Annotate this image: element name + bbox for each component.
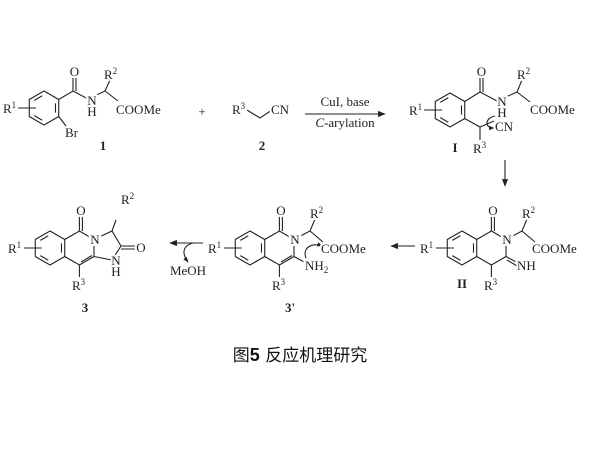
- step1-arrow: CuI, base C-arylation: [305, 94, 386, 130]
- step1-condition: C-arylation: [315, 115, 375, 130]
- carbonyl-oxygen-label: O: [136, 240, 145, 255]
- compound-2-structure: R3 CN 2: [230, 99, 292, 153]
- hydrogen-label: H: [497, 105, 506, 120]
- r2-label: R2: [517, 66, 530, 82]
- nitrogen-label: N: [87, 93, 97, 108]
- hydrogen-label: H: [111, 264, 120, 279]
- compound-1-number: 1: [100, 138, 107, 153]
- intermediate-I-structure: R1 O N H R2 COOMe CN R3 I: [407, 62, 577, 158]
- ester-label: COOMe: [321, 241, 366, 256]
- r2-label: R2: [522, 205, 535, 221]
- double-bond: [239, 255, 249, 261]
- r1-label: R1: [8, 240, 21, 256]
- nitrogen-label: N: [497, 94, 507, 109]
- double-bond: [439, 97, 449, 103]
- methanol-byproduct: MeOH: [170, 263, 206, 278]
- double-bond: [439, 117, 449, 123]
- nitrogen-label: N: [290, 232, 300, 247]
- r2-label: R2: [310, 205, 323, 221]
- figure-caption: 图5 反应机理研究: [233, 345, 367, 366]
- compound-3prime-structure: R1 O N R2 COOMe NH2 R3 3': [206, 201, 368, 315]
- oxygen-label: O: [477, 64, 486, 79]
- r3-label: R3: [232, 101, 246, 117]
- oxygen-label: O: [276, 203, 285, 218]
- r2-label: R2: [121, 191, 134, 207]
- compound-3-number: 3: [82, 300, 89, 315]
- bromine-label: Br: [65, 125, 79, 140]
- double-bond: [451, 255, 461, 261]
- double-bond: [39, 235, 49, 241]
- ester-label: COOMe: [116, 102, 161, 117]
- nitrogen-label: N: [111, 253, 121, 268]
- r1-label: R1: [3, 100, 16, 116]
- r1-label: R1: [208, 240, 221, 256]
- hydrogen-label: H: [87, 104, 96, 119]
- compound-3prime-number: 3': [285, 300, 295, 315]
- nitrogen-label: N: [90, 232, 100, 247]
- r1-label: R1: [420, 240, 433, 256]
- oxygen-label: O: [76, 203, 85, 218]
- nitrile-label: CN: [495, 119, 514, 134]
- arrow-left-2: MeOH: [169, 239, 206, 278]
- oxygen-label: O: [70, 64, 79, 79]
- double-bond: [451, 235, 461, 241]
- r3-label: R3: [473, 140, 487, 156]
- compound-3-structure: R1 O N R2 O N H R3 3: [6, 189, 148, 315]
- double-bond: [39, 255, 49, 261]
- oxygen-label: O: [488, 203, 497, 218]
- ester-label: COOMe: [530, 102, 575, 117]
- imine-label: NH: [517, 258, 536, 273]
- intermediate-II-number: II: [457, 276, 467, 291]
- plus-sign: +: [198, 104, 205, 119]
- compound-2-number: 2: [259, 138, 266, 153]
- r3-label: R3: [484, 277, 498, 293]
- compound-1-structure: R1 O N H R2 COOMe Br 1: [1, 62, 163, 153]
- r1-label: R1: [409, 102, 422, 118]
- r3-label: R3: [272, 277, 286, 293]
- nitrogen-label: N: [502, 232, 512, 247]
- step1-reagents: CuI, base: [320, 94, 369, 109]
- intermediate-II-structure: R1 O N R2 COOMe NH R3 II: [418, 201, 579, 295]
- intermediate-I-number: I: [452, 140, 457, 155]
- r3-label: R3: [72, 277, 86, 293]
- double-bond: [33, 95, 43, 101]
- ester-label: COOMe: [532, 241, 577, 256]
- double-bond: [239, 235, 249, 241]
- double-bond: [33, 115, 43, 121]
- nitrile-label: CN: [271, 102, 290, 117]
- amine-label: NH2: [305, 258, 328, 275]
- r2-label: R2: [104, 66, 117, 82]
